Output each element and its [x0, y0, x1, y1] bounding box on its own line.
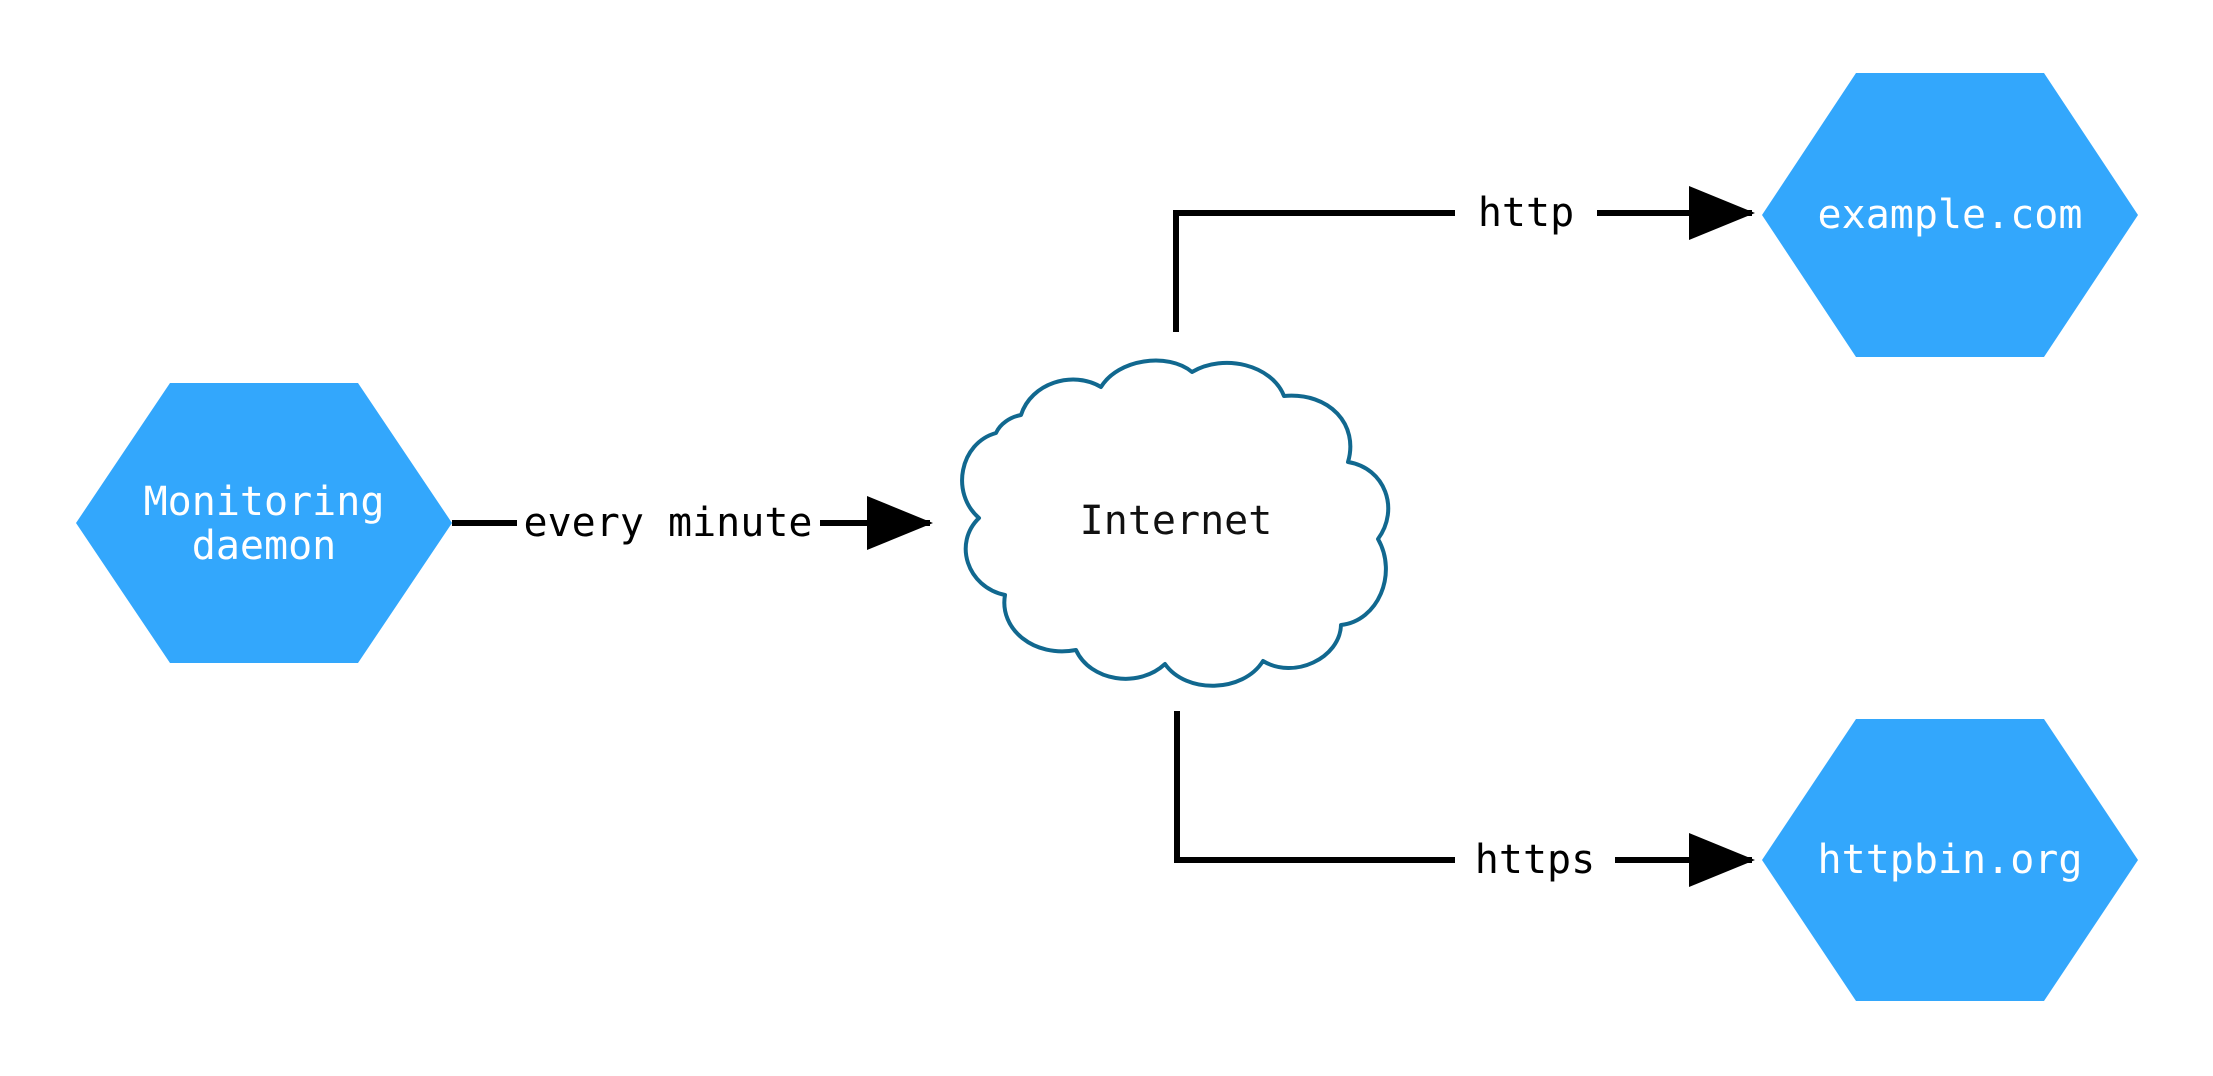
monitoring-daemon-label-line1: Monitoring [144, 479, 385, 525]
internet-label: Internet [1080, 498, 1273, 544]
edge-label-http: http [1478, 190, 1574, 236]
example-com-label: example.com [1818, 192, 2083, 238]
node-httpbin-org[interactable]: httpbin.org [1762, 719, 2138, 1001]
edge-label-https: https [1475, 837, 1595, 883]
httpbin-org-hexagon-shape [1762, 719, 2138, 1001]
monitoring-daemon-hexagon-shape [76, 383, 452, 663]
node-example-com[interactable]: example.com [1762, 73, 2138, 357]
httpbin-org-label: httpbin.org [1818, 837, 2083, 883]
example-com-hexagon-shape [1762, 73, 2138, 357]
edge-path-http-elbow [1173, 210, 1455, 332]
node-internet[interactable]: Internet [960, 358, 1391, 688]
edge-internet-to-httpbin[interactable]: https [1174, 711, 1755, 887]
internet-cloud-shape [960, 358, 1391, 688]
edge-label-every-minute: every minute [524, 500, 813, 546]
monitoring-daemon-label-line2: daemon [192, 523, 337, 569]
node-monitoring-daemon[interactable]: Monitoring daemon [76, 383, 452, 663]
edge-internet-to-example[interactable]: http [1173, 186, 1755, 332]
edge-path-https-elbow [1174, 711, 1455, 863]
edge-daemon-to-internet[interactable]: every minute [452, 496, 933, 550]
